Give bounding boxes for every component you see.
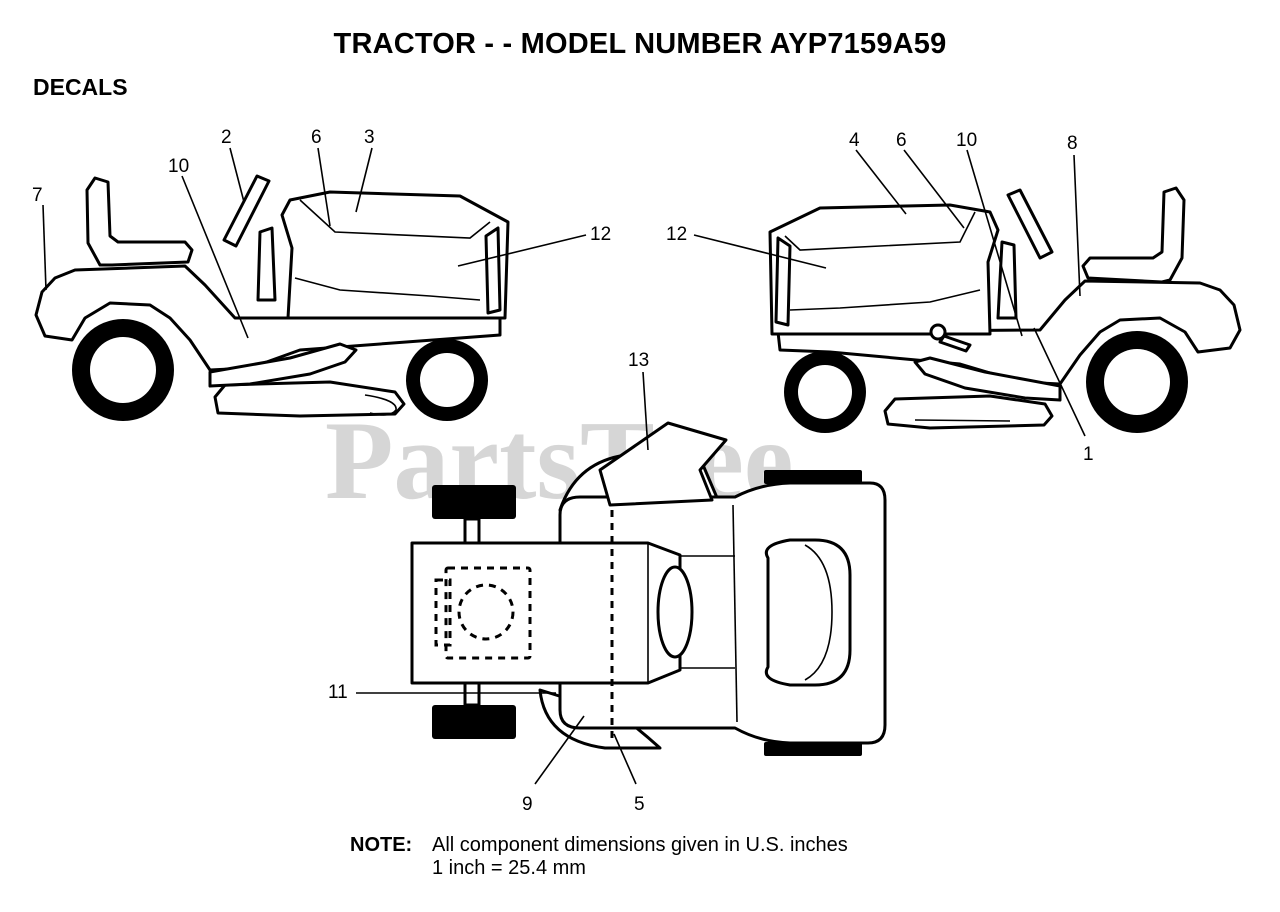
callout-12-left: 12 xyxy=(590,224,611,245)
note-line-2: 1 inch = 25.4 mm xyxy=(432,857,586,879)
callout-7: 7 xyxy=(32,185,43,206)
callout-12-right: 12 xyxy=(666,224,687,245)
callout-2: 2 xyxy=(221,127,232,148)
callout-6-right: 6 xyxy=(896,130,907,151)
section-heading: DECALS xyxy=(33,74,128,100)
tractor-right-side-view xyxy=(768,186,1242,433)
callout-11: 11 xyxy=(328,682,348,703)
callout-4: 4 xyxy=(849,130,860,151)
note-label: NOTE: xyxy=(350,834,413,856)
callout-10-left: 10 xyxy=(168,156,189,177)
tractor-left-side-view xyxy=(34,174,510,421)
leader-lines xyxy=(42,147,1086,785)
tractor-top-view xyxy=(410,421,887,756)
note-line-1: All component dimensions given in U.S. i… xyxy=(432,834,848,856)
callout-5: 5 xyxy=(634,794,645,815)
callout-1: 1 xyxy=(1083,444,1094,465)
dimension-note: NOTE: All component dimensions given in U… xyxy=(350,834,848,880)
page-title: TRACTOR - - MODEL NUMBER AYP7159A59 xyxy=(333,28,947,60)
callout-9: 9 xyxy=(522,794,533,815)
callout-3: 3 xyxy=(364,127,375,148)
callout-13: 13 xyxy=(628,350,649,371)
callout-10-right: 10 xyxy=(956,130,977,151)
callout-8: 8 xyxy=(1067,133,1078,154)
callout-6-left: 6 xyxy=(311,127,322,148)
